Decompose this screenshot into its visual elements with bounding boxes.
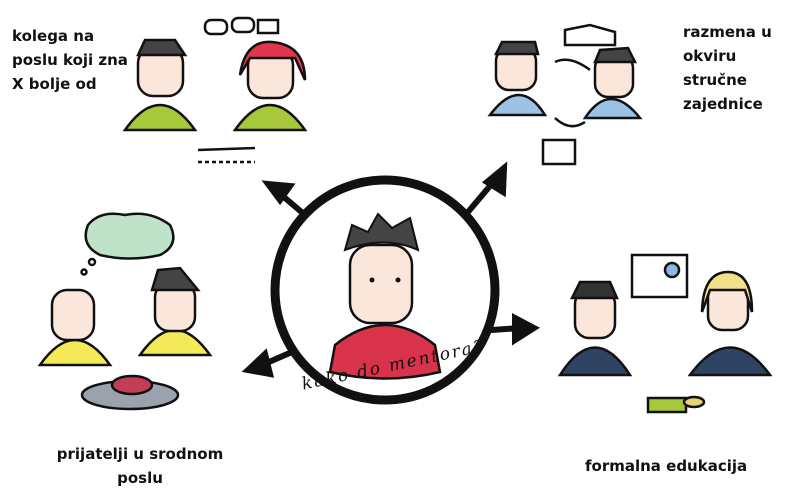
colleagues-icon: [122, 16, 308, 164]
label-education: formalna edukacija: [585, 457, 748, 475]
label-community: razmena u okviru stručne zajednice: [683, 23, 772, 113]
label-friends: prijatelji u srodnom poslu: [56, 445, 224, 487]
center-person-icon: [328, 212, 442, 380]
arrow-head: [481, 161, 508, 198]
arrow-head: [241, 348, 275, 378]
community-icon: [487, 23, 643, 166]
arrow-head: [261, 180, 296, 206]
label-colleague: kolega na poslu koji zna X bolje od: [12, 27, 128, 93]
education-icon: [557, 253, 773, 414]
friends-icon: [37, 212, 213, 411]
arrow-head: [512, 313, 540, 346]
